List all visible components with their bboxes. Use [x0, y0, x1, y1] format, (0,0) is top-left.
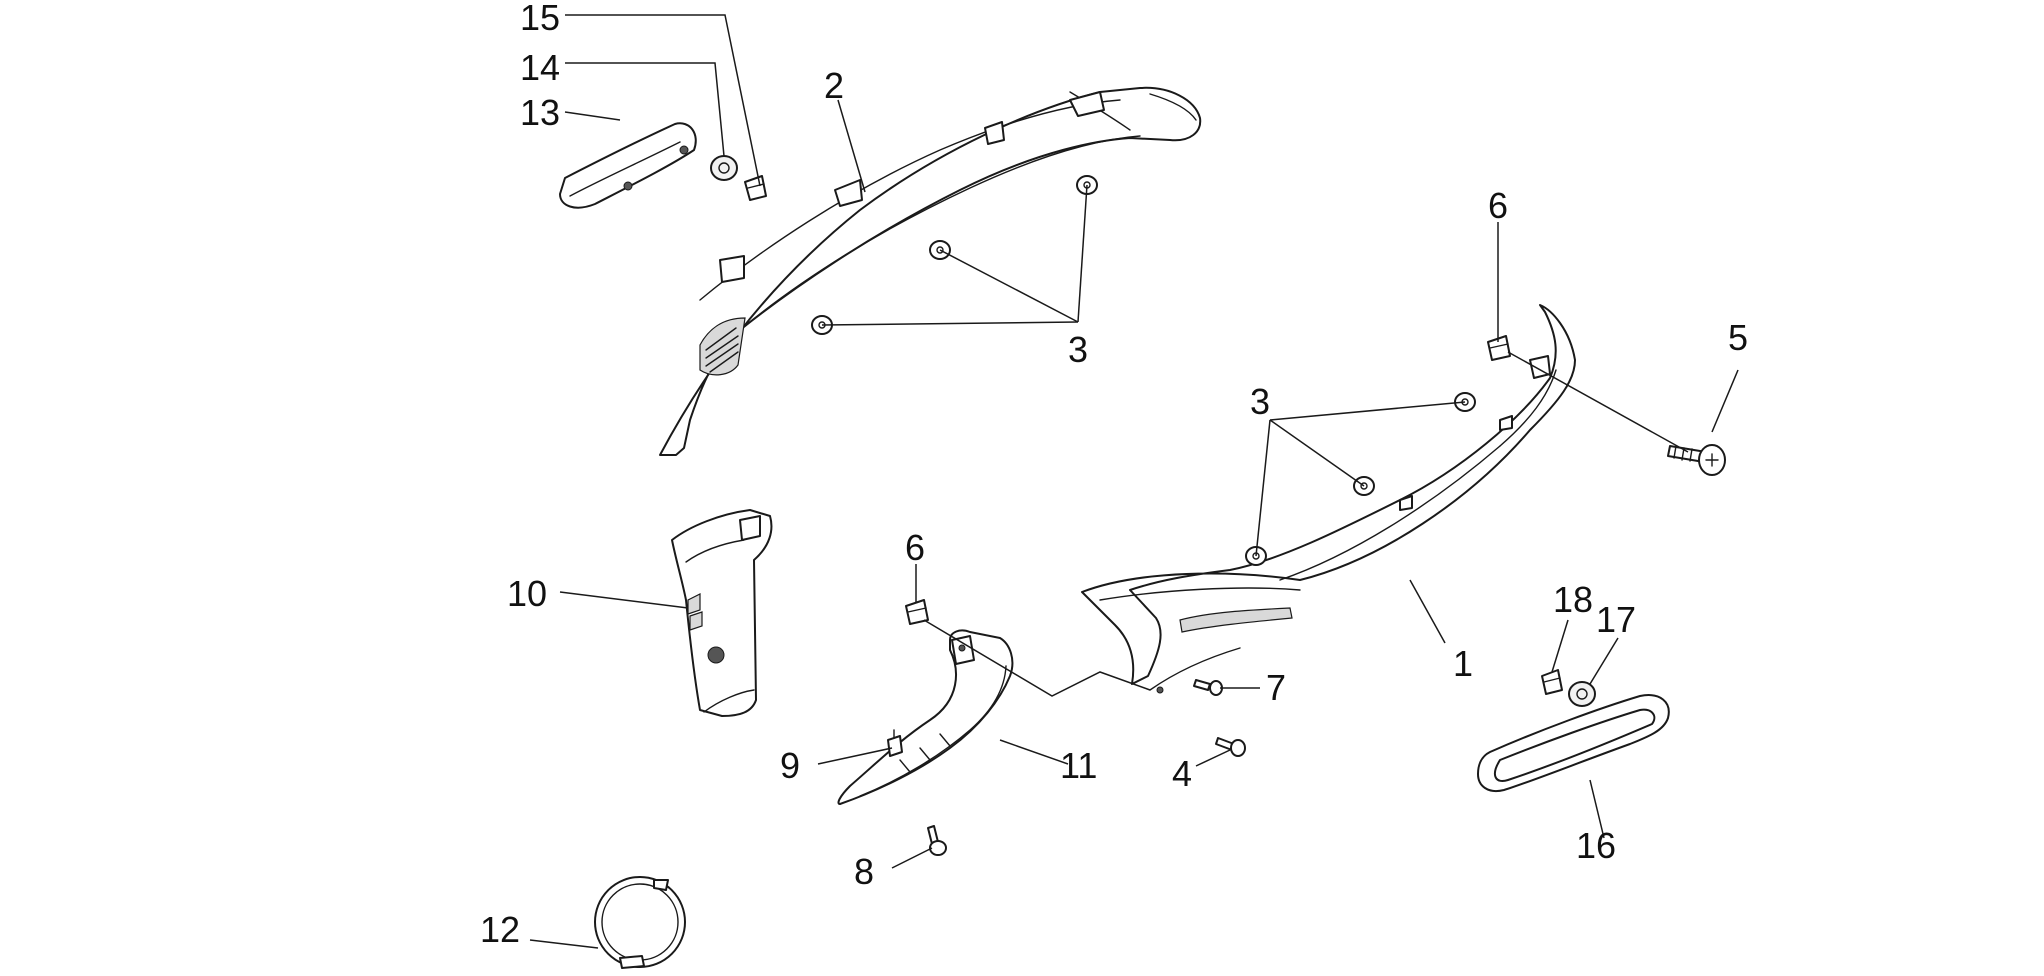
callout-7: 7	[1266, 667, 1286, 708]
part-9-clip	[887, 729, 903, 757]
part-6-clip-upper	[1487, 335, 1511, 361]
part-15-clip	[744, 175, 767, 201]
part-14-washer	[710, 155, 738, 181]
callout-8: 8	[854, 851, 874, 892]
callout-6-lower: 6	[905, 527, 925, 568]
part-1-side-panel	[1081, 304, 1576, 694]
callout-9: 9	[780, 745, 800, 786]
callout-1: 1	[1453, 643, 1473, 684]
part-7-screw	[1193, 679, 1223, 696]
part-6-clip-lower	[905, 599, 929, 625]
callout-3-upper: 3	[1068, 329, 1088, 370]
callout-5: 5	[1728, 317, 1748, 358]
callout-14: 14	[520, 47, 560, 88]
callout-labels: 15 14 13 2 3 6 5 3 10 6 1 18 17 7 9 11 4…	[480, 0, 1748, 950]
callout-2: 2	[824, 65, 844, 106]
callout-3-lower: 3	[1250, 381, 1270, 422]
callout-13: 13	[520, 92, 560, 133]
part-12-round-cap	[594, 876, 686, 969]
part-2-upper-rail	[659, 86, 1202, 456]
part-13-upper-reflector	[559, 122, 697, 209]
callout-6-upper: 6	[1488, 185, 1508, 226]
callout-15: 15	[520, 0, 560, 38]
part-4-screw	[1215, 737, 1246, 757]
callout-10: 10	[507, 573, 547, 614]
callout-18: 18	[1553, 579, 1593, 620]
part-5-screw	[1667, 444, 1726, 476]
callout-11: 11	[1060, 745, 1097, 786]
callout-16: 16	[1576, 825, 1616, 866]
leader-lines	[529, 14, 1739, 949]
part-11-lower-cover	[837, 629, 1014, 805]
part-16-lower-reflector	[1477, 694, 1670, 792]
part-18-clip	[1541, 669, 1563, 695]
callout-4: 4	[1172, 753, 1192, 794]
callout-12: 12	[480, 909, 520, 950]
part-8-screw	[927, 825, 947, 856]
callout-17: 17	[1596, 599, 1636, 640]
part-10-bracket	[671, 509, 773, 717]
part-17-washer	[1568, 681, 1596, 707]
